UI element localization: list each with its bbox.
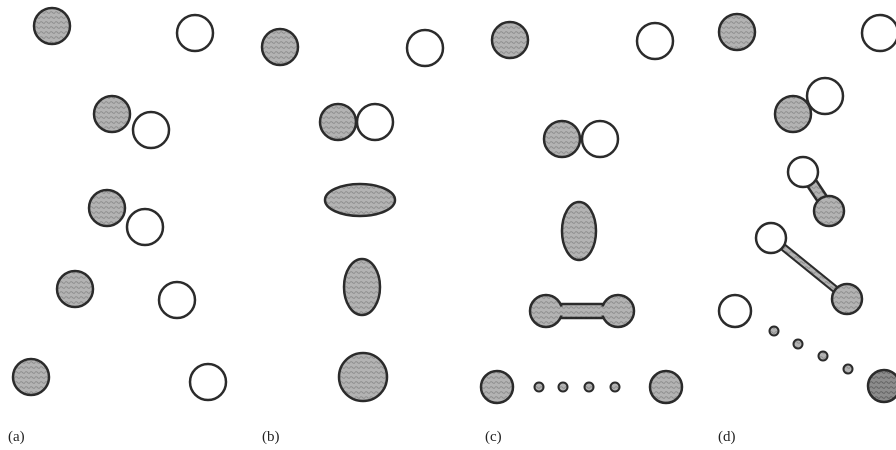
shaded-particle <box>814 196 844 226</box>
open-particle <box>407 30 443 66</box>
shaded-particle <box>13 359 49 395</box>
open-particle <box>357 104 393 140</box>
open-particle <box>756 223 786 253</box>
open-particle <box>133 112 169 148</box>
shaded-particle <box>775 96 811 132</box>
open-particle <box>190 364 226 400</box>
satellite-droplet <box>559 383 568 392</box>
shaded-particle <box>320 104 356 140</box>
open-particle <box>719 295 751 327</box>
shaded-particle <box>544 121 580 157</box>
shaded-particle <box>94 96 130 132</box>
panel-c: (c) <box>481 22 682 445</box>
shaded-particle <box>719 14 755 50</box>
open-particle <box>862 15 896 51</box>
open-particle <box>788 157 818 187</box>
shaded-particle <box>89 190 125 226</box>
satellite-droplet <box>611 383 620 392</box>
merged-elongated-particle <box>344 259 380 315</box>
stretched-dumbbell <box>530 295 634 327</box>
satellite-droplet <box>844 365 853 374</box>
panel-label-a: (a) <box>8 429 25 445</box>
open-particle <box>159 282 195 318</box>
shaded-particle <box>492 22 528 58</box>
dumbbell-end <box>602 295 634 327</box>
shaded-particle <box>650 371 682 403</box>
shaded-particle <box>34 8 70 44</box>
satellite-droplet <box>819 352 828 361</box>
panel-b: (b) <box>262 29 443 445</box>
shaded-particle <box>868 370 896 402</box>
shaded-particle <box>262 29 298 65</box>
long-stretched-pair <box>756 223 862 314</box>
satellite-droplet <box>794 340 803 349</box>
open-particle <box>177 15 213 51</box>
open-particle <box>637 23 673 59</box>
shaded-particle <box>832 284 862 314</box>
open-particle <box>807 78 843 114</box>
satellite-droplet <box>535 383 544 392</box>
merged-flattened-particle <box>325 184 395 216</box>
short-stretched-pair <box>788 157 844 226</box>
shaded-particle <box>481 371 513 403</box>
panel-label-b: (b) <box>262 429 280 445</box>
satellite-droplet <box>770 327 779 336</box>
shaded-particle <box>57 271 93 307</box>
panel-label-c: (c) <box>485 429 502 445</box>
merged-elongated-particle <box>562 202 596 260</box>
open-particle <box>582 121 618 157</box>
satellite-droplet <box>585 383 594 392</box>
panel-d: (d) <box>718 14 896 445</box>
panel-label-d: (d) <box>718 429 736 445</box>
open-particle <box>127 209 163 245</box>
merged-particle <box>339 353 387 401</box>
panel-a: (a) <box>8 8 226 445</box>
